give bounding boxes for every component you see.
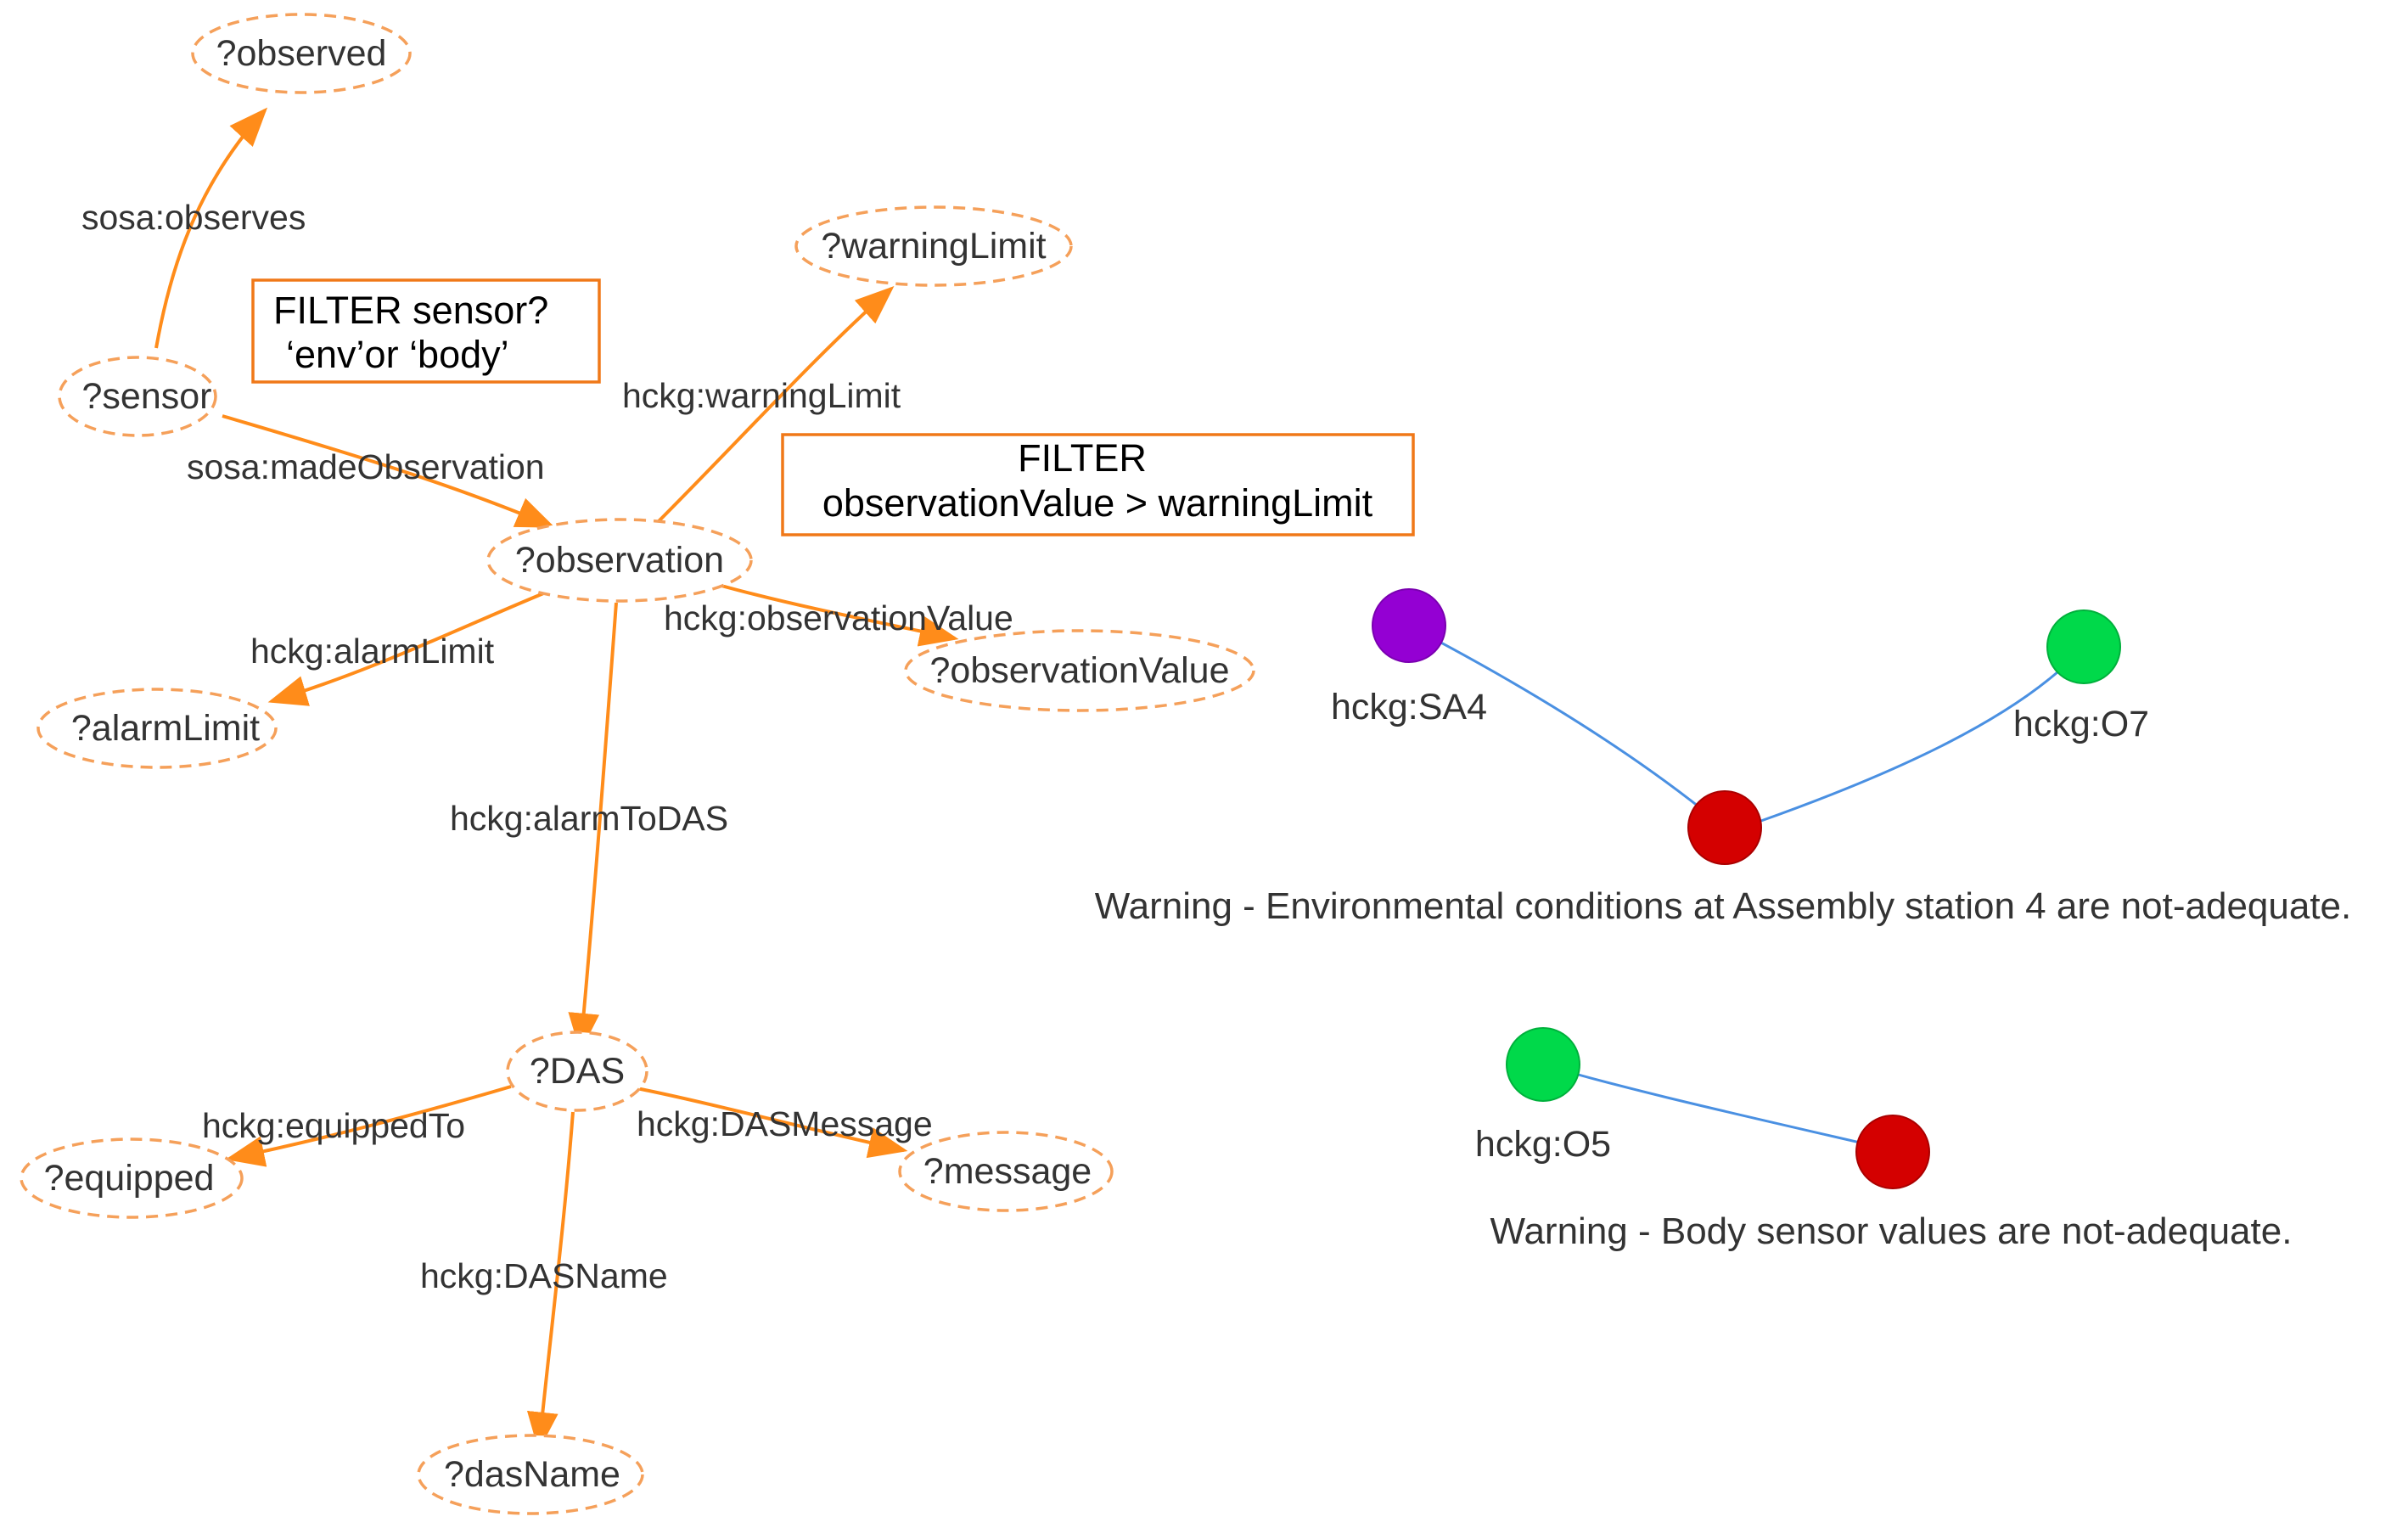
node-alarm-limit[interactable] bbox=[36, 688, 278, 769]
node-warning-limit[interactable] bbox=[794, 205, 1073, 287]
node-observation-value-label: ?observationValue bbox=[929, 650, 1229, 691]
edge-equipped-to[interactable] bbox=[225, 1085, 512, 1167]
node-body-warning[interactable] bbox=[1855, 1115, 1930, 1189]
edge-observation-value-label: hckg:observationValue bbox=[664, 598, 1013, 638]
body-warning-text: Warning - Body sensor values are not-ade… bbox=[1490, 1210, 2293, 1252]
node-sensor[interactable] bbox=[58, 356, 217, 437]
filter-value-line1: FILTER bbox=[1018, 436, 1147, 480]
query-nodes bbox=[20, 13, 1255, 1515]
filter-sensor-line1: FILTER sensor? bbox=[273, 289, 548, 332]
node-observed[interactable] bbox=[191, 13, 412, 94]
edge-das-message-label: hckg:DASMessage bbox=[637, 1104, 933, 1143]
node-observation-value[interactable] bbox=[904, 629, 1255, 712]
node-das[interactable] bbox=[506, 1031, 648, 1112]
edge-observation-value[interactable] bbox=[721, 584, 959, 647]
result-graph-body: hckg:O5 Warning - Body sensor values are… bbox=[1475, 1027, 2293, 1252]
edge-observes[interactable] bbox=[154, 107, 268, 349]
result-graph-env: hckg:SA4 hckg:O7 Warning - Environmental… bbox=[1095, 588, 2352, 927]
env-warning-text: Warning - Environmental conditions at As… bbox=[1095, 885, 2352, 927]
edge-das-message[interactable] bbox=[636, 1087, 908, 1159]
node-env-warning[interactable] bbox=[1687, 790, 1762, 865]
edge-alarm-to-das[interactable] bbox=[568, 602, 618, 1053]
node-observation[interactable] bbox=[486, 518, 753, 603]
edge-equipped-to-label: hckg:equippedTo bbox=[202, 1106, 465, 1145]
node-warning-limit-label: ?warningLimit bbox=[821, 226, 1046, 267]
node-equipped-label: ?equipped bbox=[44, 1158, 215, 1199]
node-alarm-limit-label: ?alarmLimit bbox=[71, 708, 260, 749]
node-observed-label: ?observed bbox=[216, 33, 387, 74]
filter-value-box: FILTER observationValue > warningLimit bbox=[781, 433, 1415, 536]
edge-alarm-to-das-label: hckg:alarmToDAS bbox=[450, 799, 728, 838]
edge-made-observation[interactable] bbox=[222, 414, 556, 528]
filter-sensor-line2: ‘env’or ‘body’ bbox=[286, 333, 509, 376]
edge-warning-limit[interactable] bbox=[652, 285, 895, 528]
query-node-labels: ?observed ?warningLimit ?sensor ?observa… bbox=[44, 33, 1230, 1495]
node-equipped[interactable] bbox=[20, 1137, 244, 1219]
edge-observes-label: sosa:observes bbox=[81, 198, 306, 237]
node-message[interactable] bbox=[898, 1131, 1114, 1212]
node-sa4[interactable] bbox=[1372, 588, 1446, 663]
node-o7-label: hckg:O7 bbox=[2013, 704, 2149, 744]
edge-das-name-label: hckg:DASName bbox=[420, 1256, 668, 1295]
filter-sensor-box: FILTER sensor? ‘env’or ‘body’ bbox=[251, 278, 601, 384]
node-observation-label: ?observation bbox=[515, 540, 724, 581]
edge-alarm-limit[interactable] bbox=[267, 588, 553, 706]
node-o7[interactable] bbox=[2046, 609, 2121, 684]
node-sa4-label: hckg:SA4 bbox=[1331, 687, 1487, 727]
node-das-name-label: ?dasName bbox=[444, 1454, 620, 1495]
link-sa4-warning bbox=[1408, 624, 1726, 829]
edge-made-observation-label: sosa:madeObservation bbox=[187, 447, 545, 486]
edge-warning-limit-label: hckg:warningLimit bbox=[622, 376, 901, 415]
query-edge-labels: sosa:observes sosa:madeObservation hckg:… bbox=[81, 198, 1013, 1295]
edge-alarm-limit-label: hckg:alarmLimit bbox=[250, 632, 495, 671]
link-o7-warning bbox=[1758, 645, 2085, 823]
edge-das-name[interactable] bbox=[526, 1111, 575, 1452]
node-message-label: ?message bbox=[923, 1151, 1092, 1192]
link-o5-warning bbox=[1542, 1063, 1894, 1152]
filter-value-line2: observationValue > warningLimit bbox=[822, 481, 1373, 525]
node-o5-label: hckg:O5 bbox=[1475, 1124, 1611, 1165]
query-edges bbox=[154, 107, 959, 1452]
node-das-name[interactable] bbox=[417, 1434, 644, 1515]
node-o5[interactable] bbox=[1506, 1027, 1580, 1102]
node-sensor-label: ?sensor bbox=[82, 376, 212, 417]
node-das-label: ?DAS bbox=[530, 1051, 625, 1092]
